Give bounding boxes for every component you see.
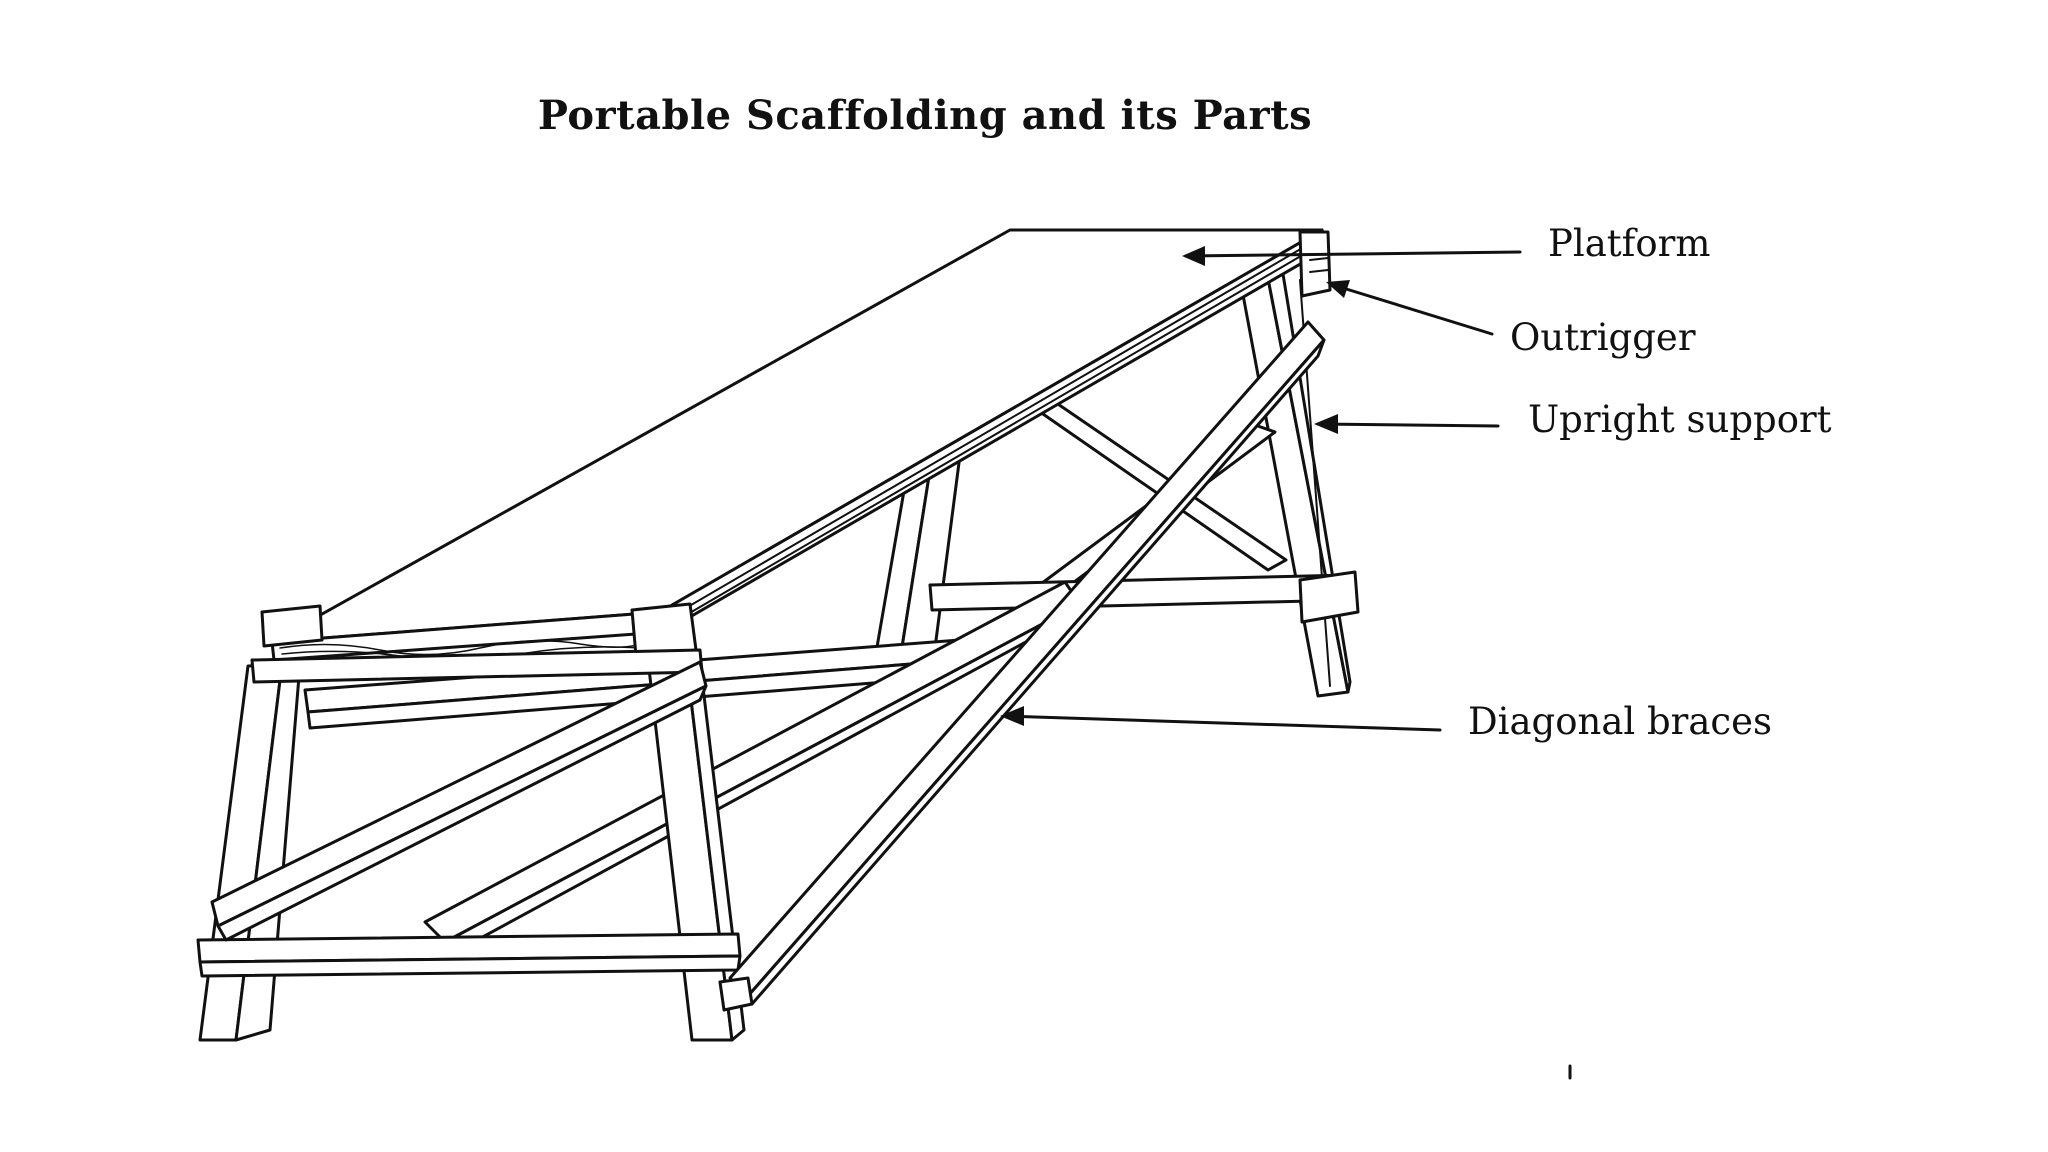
base-rails (303, 570, 1360, 730)
leader-platform (1182, 246, 1522, 266)
leader-upright-support (1314, 414, 1500, 434)
label-upright-support: Upright support (1528, 398, 1832, 441)
front-bottom-rail (196, 932, 742, 978)
diagram-title: Portable Scaffolding and its Parts (537, 92, 1313, 139)
back-right-trestle (1236, 266, 1352, 698)
front-diagonal-brace (210, 660, 708, 942)
label-diagonal-braces: Diagonal braces (1468, 700, 1773, 743)
outrigger (1298, 230, 1332, 298)
leader-outrigger (1326, 280, 1494, 336)
label-platform: Platform (1548, 222, 1711, 265)
label-outrigger: Outrigger (1510, 316, 1696, 359)
long-diagonal-brace (718, 320, 1326, 1012)
leader-diagonal-braces (1000, 706, 1442, 732)
